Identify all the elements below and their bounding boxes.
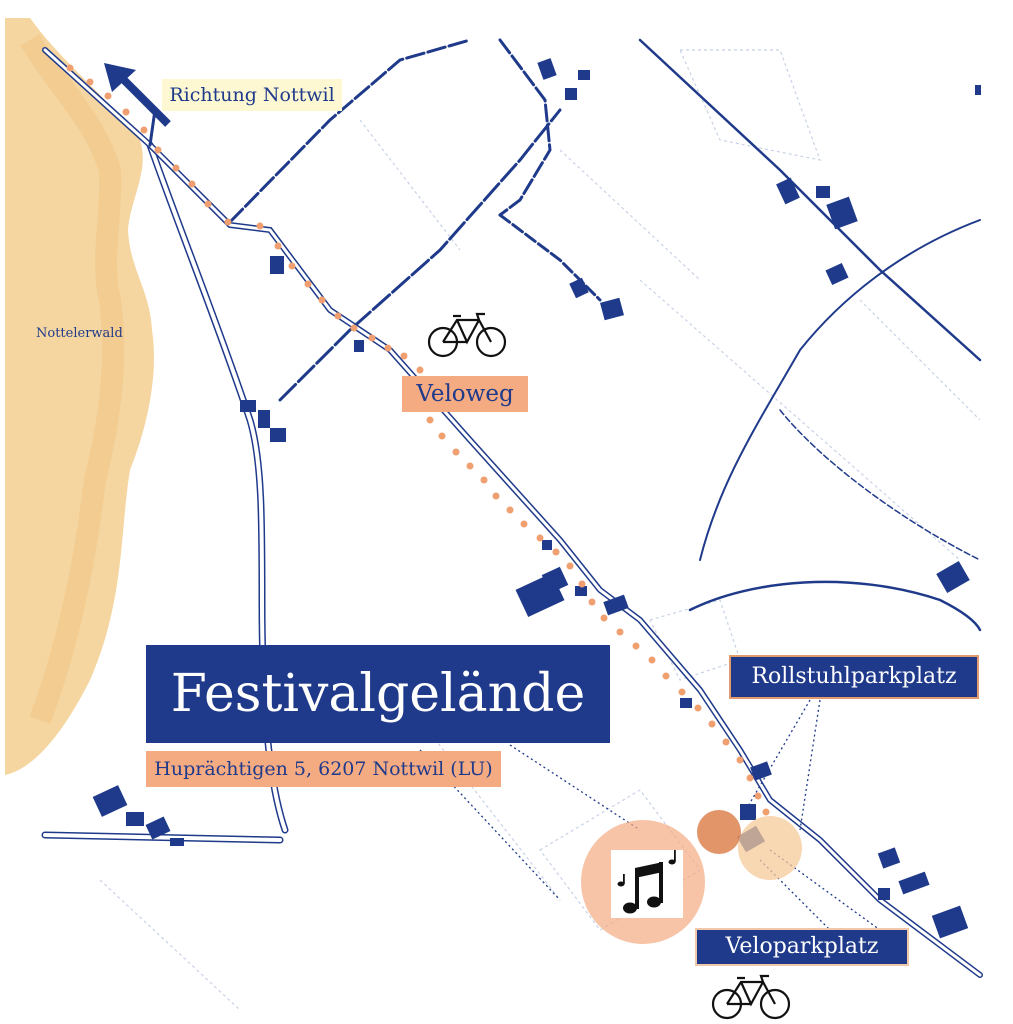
bike-route-label: Veloweg xyxy=(402,376,528,412)
bike-parking-label: Veloparkplatz xyxy=(697,930,907,964)
music-notes-icon xyxy=(611,850,683,918)
wheelchair-parking-circle xyxy=(697,810,741,854)
buildings xyxy=(92,58,981,939)
wheelchair-parking-label: Rollstuhlparkplatz xyxy=(731,657,977,697)
bicycle-icon-parking xyxy=(711,974,791,1020)
venue-address: Huprächtigen 5, 6207 Nottwil (LU) xyxy=(146,751,501,787)
bike-parking-circle xyxy=(738,816,802,880)
bike-route-dots xyxy=(66,64,770,816)
roads xyxy=(41,38,983,978)
arrow-up-left-icon xyxy=(104,63,171,127)
venue-title: Festivalgelände xyxy=(146,645,610,743)
forest-label: Nottelerwald xyxy=(36,326,123,341)
direction-label: Richtung Nottwil xyxy=(162,79,342,111)
bicycle-icon xyxy=(427,312,507,358)
